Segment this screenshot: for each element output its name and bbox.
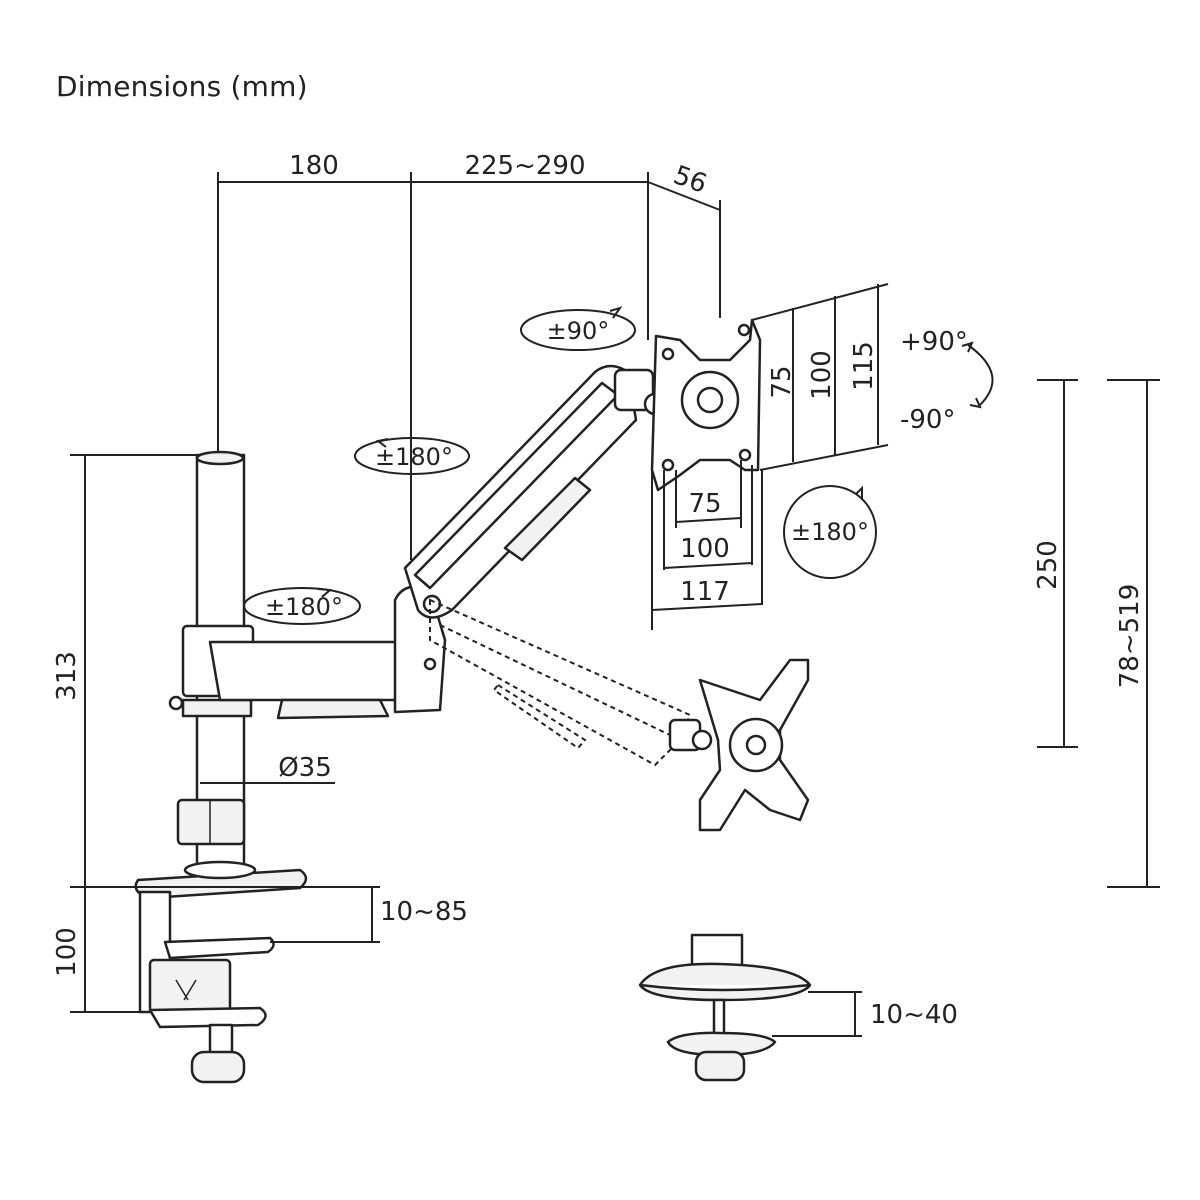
height-adjust-label: 250 bbox=[1033, 540, 1063, 590]
vesa-horizontal-dims bbox=[651, 460, 763, 630]
arm2-length-label: 225~290 bbox=[464, 151, 585, 181]
vesa-v75-label: 75 bbox=[767, 365, 797, 398]
rotation-arrow-arm1 bbox=[243, 587, 361, 625]
grommet-range-label: 10~40 bbox=[870, 1000, 958, 1030]
rotation-arrow-plate bbox=[783, 485, 877, 579]
desk-clamp bbox=[134, 860, 308, 1084]
tilt-arrow bbox=[961, 341, 994, 409]
total-height-dim bbox=[1107, 379, 1160, 888]
top-dimension-lines bbox=[217, 172, 721, 560]
second-arm-upper bbox=[403, 364, 667, 619]
tilt-down-label: -90° bbox=[900, 405, 955, 435]
depth-label: 56 bbox=[669, 160, 710, 200]
vesa-h117-label: 117 bbox=[680, 577, 730, 607]
tilt-up-label: +90° bbox=[900, 327, 968, 357]
page-title: Dimensions (mm) bbox=[56, 70, 308, 103]
vesa-h100-label: 100 bbox=[680, 534, 730, 564]
vesa-vertical-dims bbox=[751, 283, 889, 471]
arm1-swivel-label: ±180° bbox=[265, 593, 343, 621]
total-height-label: 78~519 bbox=[1115, 584, 1145, 689]
grommet-mount bbox=[638, 933, 812, 1082]
vesa-plate-lower bbox=[698, 658, 810, 832]
rotation-arrow-top bbox=[520, 306, 636, 351]
arm2-swivel-label: ±180° bbox=[375, 443, 453, 471]
pole-height-label: 313 bbox=[52, 651, 82, 701]
second-arm-lower bbox=[429, 598, 713, 767]
plate-rotate-label: ±180° bbox=[791, 518, 869, 546]
arm1-length-label: 180 bbox=[289, 151, 339, 181]
clamp-range-label: 10~85 bbox=[380, 897, 468, 927]
vesa-v100-label: 100 bbox=[807, 350, 837, 400]
clamp-height-label: 100 bbox=[52, 927, 82, 977]
pole-diameter-label: Ø35 bbox=[278, 753, 332, 783]
vesa-h75-label: 75 bbox=[688, 489, 721, 519]
rotation-arrow-arm2 bbox=[354, 437, 470, 475]
tilt-top-label: ±90° bbox=[547, 317, 610, 345]
height-adjust-dim bbox=[1037, 379, 1078, 748]
vesa-v115-label: 115 bbox=[849, 341, 879, 391]
vesa-plate-upper bbox=[650, 318, 762, 492]
